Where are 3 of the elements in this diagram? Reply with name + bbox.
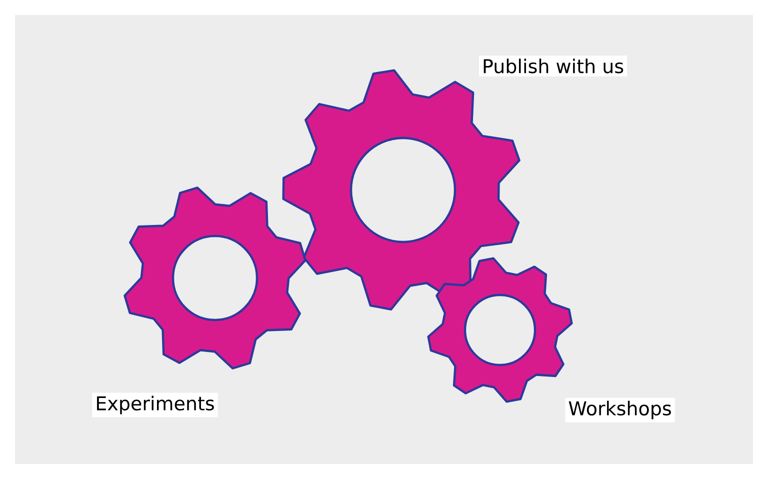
gear-label: Experiments <box>92 392 218 418</box>
gear-label: Workshops <box>565 398 675 422</box>
gear-label: Publish with us <box>478 56 628 76</box>
